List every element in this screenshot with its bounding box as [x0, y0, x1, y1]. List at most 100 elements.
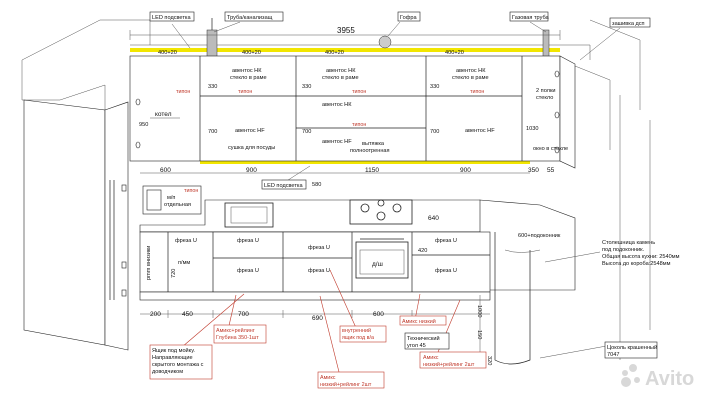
dim-150: 150 — [476, 330, 482, 339]
h720: 720 — [171, 269, 177, 278]
mezz-2-line1: авентос НК — [326, 68, 356, 74]
led-bottom-label: LED подсветка — [264, 183, 303, 189]
led-strip-top — [130, 48, 560, 52]
sink-drawer-line2: Направляющие — [152, 355, 193, 361]
amix-rail-line1: Амикс+рейлинг — [216, 327, 255, 334]
dim-350: 350 — [528, 167, 539, 174]
h1030: 1030 — [526, 126, 538, 132]
freza-7: фреза U — [435, 268, 457, 274]
amix-rail-note-box — [213, 324, 267, 344]
amix-low3-line1: Амикс — [320, 375, 336, 381]
burner-icon — [377, 199, 385, 207]
oven-label: д/ш — [372, 261, 383, 268]
upper-cabinets — [129, 55, 576, 169]
aventos-hf-2: авентос HF — [322, 139, 352, 145]
microwave — [142, 185, 202, 215]
inner-drawer-note-box — [339, 325, 387, 343]
h580: 580 — [312, 182, 321, 188]
h330-c: 330 — [430, 84, 439, 90]
amix-low3-line2: низкий+рейлинг 2шт — [320, 381, 372, 388]
plinth-line1: Цоколь крашенный — [607, 344, 657, 351]
hood-line1: вытяжка — [362, 141, 385, 147]
glass-note: окно в стекле — [533, 146, 568, 152]
h700-b: 700 — [302, 129, 311, 135]
freza-1: фреза U — [175, 238, 197, 244]
dsp-cover-label: зашивка дсп — [612, 21, 645, 27]
watermark-text: Avito — [645, 368, 694, 390]
aventos-nk-mid: авентос НК — [322, 102, 352, 108]
dim-700: 700 — [238, 311, 249, 318]
countertop-line3: Общая высота кухни: 2540мм — [602, 254, 680, 260]
gas-label-box — [509, 11, 549, 22]
freza-6: фреза U — [308, 268, 330, 274]
h330-b: 330 — [302, 84, 311, 90]
mezz-3-line2: стекло в раме — [452, 75, 489, 81]
pipe-label-box — [224, 11, 284, 22]
amix-rail-line2: Глубина 350-1шт — [216, 335, 259, 341]
dim-600-bottom: 600 — [373, 311, 384, 318]
amix-low-note-box — [399, 315, 447, 326]
dim-900-a: 900 — [246, 167, 257, 174]
upper-col-width-4: 400+20 — [445, 50, 464, 56]
aventos-hf-1: авентос HF — [235, 128, 265, 134]
corrugation-icon — [378, 35, 392, 49]
fridge-column — [23, 99, 129, 351]
gas-pipe-label: Газовая труба — [512, 15, 550, 21]
dim-690: 690 — [312, 315, 323, 322]
amix-low-1: Амикс низкий — [402, 318, 436, 325]
mezz-3-line1: авентос НК — [456, 68, 486, 74]
tipon-b: типон — [238, 89, 252, 95]
dim-1150: 1150 — [365, 167, 379, 174]
corrugation-label: Гофра — [400, 15, 417, 21]
h330-a: 330 — [208, 84, 217, 90]
pmm-note: pmm внизики — [146, 246, 152, 280]
sink-drawer-note-box — [149, 344, 213, 380]
dryer-label: сушка для посуды — [228, 145, 275, 151]
total-width-dim: 3955 — [337, 26, 355, 35]
freza-3: фреза U — [308, 245, 330, 251]
upper-col-width-2: 400+20 — [242, 50, 261, 56]
burner-icon — [392, 203, 402, 213]
tech-corner-line2: угол 45 — [407, 343, 426, 349]
pipe-label: Труба/канализащ — [227, 15, 273, 21]
led-bottom-label-box — [261, 179, 307, 190]
burner-icon — [376, 211, 386, 221]
lower-cabinets — [139, 231, 491, 301]
countertop-line2: под подоконник. — [602, 247, 645, 253]
dim-900-b: 900 — [460, 167, 471, 174]
freza-2: фреза U — [237, 238, 259, 244]
aventos-hf-3: авентос HF — [465, 128, 495, 134]
sink-drawer-line3: скрытого монтажа с — [152, 362, 204, 368]
avito-logo-icon — [634, 377, 640, 383]
mezz-1-line1: авентос НК — [232, 68, 262, 74]
dim-1000: 1000 — [476, 305, 482, 317]
sink-drawer-line1: Ящик под мойку. — [152, 347, 195, 354]
avito-watermark: Avito — [621, 364, 694, 390]
amix-low2-line1: Амикс — [423, 355, 439, 361]
side-shelves-line2: стекло — [536, 95, 553, 101]
countertop-line4: Высота до короба:2548мм — [602, 261, 671, 267]
sink-drawer-line4: доводчиком — [152, 369, 183, 375]
dim-55: 55 — [547, 167, 555, 174]
h700-a: 700 — [208, 129, 217, 135]
led-top-label: LED подсветка — [152, 15, 191, 21]
dim-450: 450 — [182, 311, 193, 318]
room-walls — [21, 19, 651, 360]
dim-200: 200 — [150, 311, 161, 318]
mezz-2-line2: стекло в раме — [322, 75, 359, 81]
side-shelves-line1: 2 полки — [536, 88, 556, 94]
mezz-1-line2: стекло в раме — [230, 75, 267, 81]
avito-logo-icon — [622, 370, 628, 376]
dishwasher-label: п/мм — [178, 260, 190, 266]
amix-low3-note-box — [317, 371, 385, 389]
tech-corner-note-box — [404, 332, 450, 350]
upper-col-width-3: 400+20 — [325, 50, 344, 56]
tech-corner-line1: Технический — [407, 335, 440, 342]
tipon-microwave: типон — [184, 188, 198, 194]
dim-320: 320 — [486, 356, 492, 365]
avito-logo-icon — [621, 377, 631, 387]
sill-dim: 600+подоконник — [518, 233, 561, 239]
